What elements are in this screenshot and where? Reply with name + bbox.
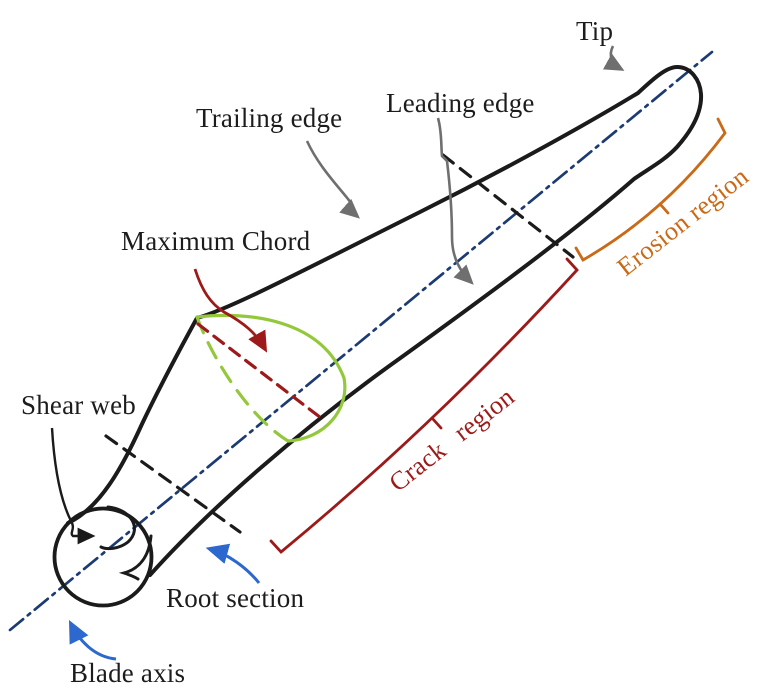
blade-axis-label: Blade axis: [70, 658, 186, 688]
maximum-chord-line: [196, 322, 327, 423]
leading-edge-label: Leading edge: [386, 88, 535, 118]
leading-edge-arrow: [436, 117, 474, 285]
blade-axis-arrow: [68, 619, 117, 661]
trailing-edge-arrow: [305, 140, 360, 219]
erosion-region-bracket-tick: [658, 202, 670, 215]
shear-web-curve-upper: [99, 505, 136, 551]
root-circle: [52, 506, 154, 608]
max-chord-airfoil-solid: [195, 313, 347, 443]
root-section-cut-dashed-line: [104, 434, 242, 534]
blade-axis-centerline: [8, 50, 714, 632]
crack-region-bracket: [269, 257, 579, 554]
tip-label: Tip: [576, 16, 614, 46]
crack-region-bracket-tick: [430, 416, 443, 430]
trailing-edge-label: Trailing edge: [196, 103, 343, 133]
maximum-chord-arrow: [193, 268, 268, 353]
erosion-boundary-cut-dashed-line: [441, 153, 575, 259]
max-chord-airfoil-hidden: [195, 315, 290, 443]
tip-arrow: [602, 45, 625, 71]
maximum-chord-label: Maximum Chord: [121, 226, 311, 256]
shear-web-label: Shear web: [21, 390, 137, 420]
shear-web-curve-lower: [118, 534, 153, 581]
root-section-label: Root section: [166, 583, 305, 613]
blade-outline: [66, 65, 704, 577]
shear-web-arrow: [50, 427, 96, 545]
root-section-arrow: [205, 543, 261, 584]
